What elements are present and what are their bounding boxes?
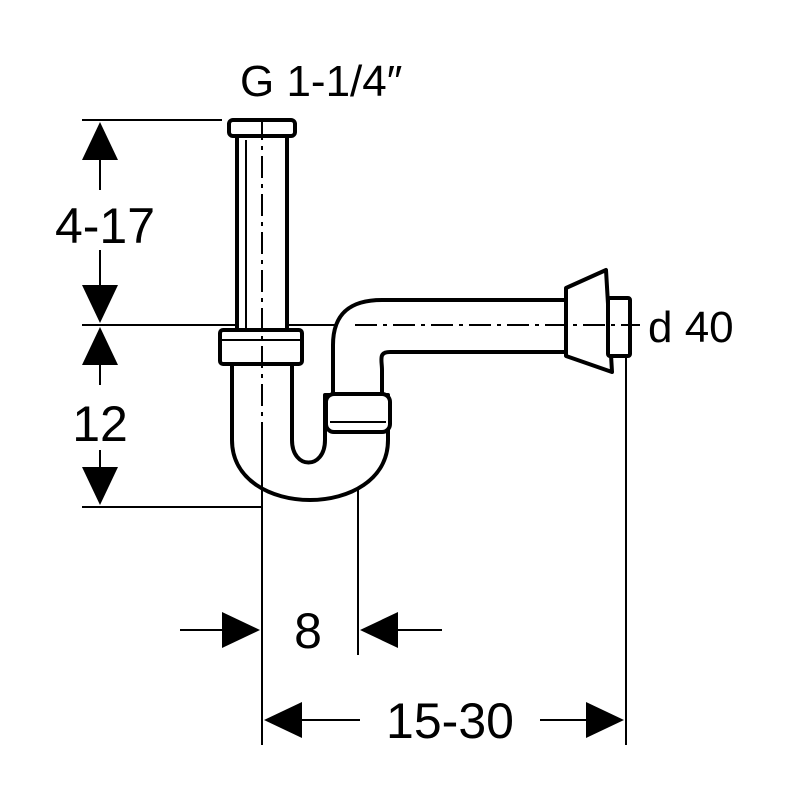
arrow-up-icon — [82, 327, 118, 365]
outlet-elbow — [331, 298, 570, 400]
trap-height-value: 12 — [72, 396, 128, 452]
trap-union-nut — [324, 392, 392, 434]
arrow-right-icon — [222, 612, 260, 648]
arrow-left-icon — [264, 702, 302, 738]
dimension-trap-width — [180, 612, 442, 648]
dimension-wall-distance — [264, 702, 624, 738]
center-lines — [261, 118, 640, 460]
dimension-top-height — [82, 122, 118, 323]
arrow-right-icon — [586, 702, 624, 738]
dimension-trap-height — [82, 327, 118, 505]
trap-width-value: 8 — [294, 603, 322, 659]
arrow-up-icon — [82, 122, 118, 160]
arrow-down-icon — [82, 285, 118, 323]
top-height-value: 4-17 — [55, 198, 155, 254]
arrow-down-icon — [82, 467, 118, 505]
wall-rosette — [564, 268, 632, 374]
thread-label: G 1-1/4″ — [240, 57, 402, 106]
arrow-left-icon — [360, 612, 398, 648]
wall-distance-value: 15-30 — [386, 693, 514, 749]
outlet-diameter-label: d 40 — [648, 303, 734, 352]
